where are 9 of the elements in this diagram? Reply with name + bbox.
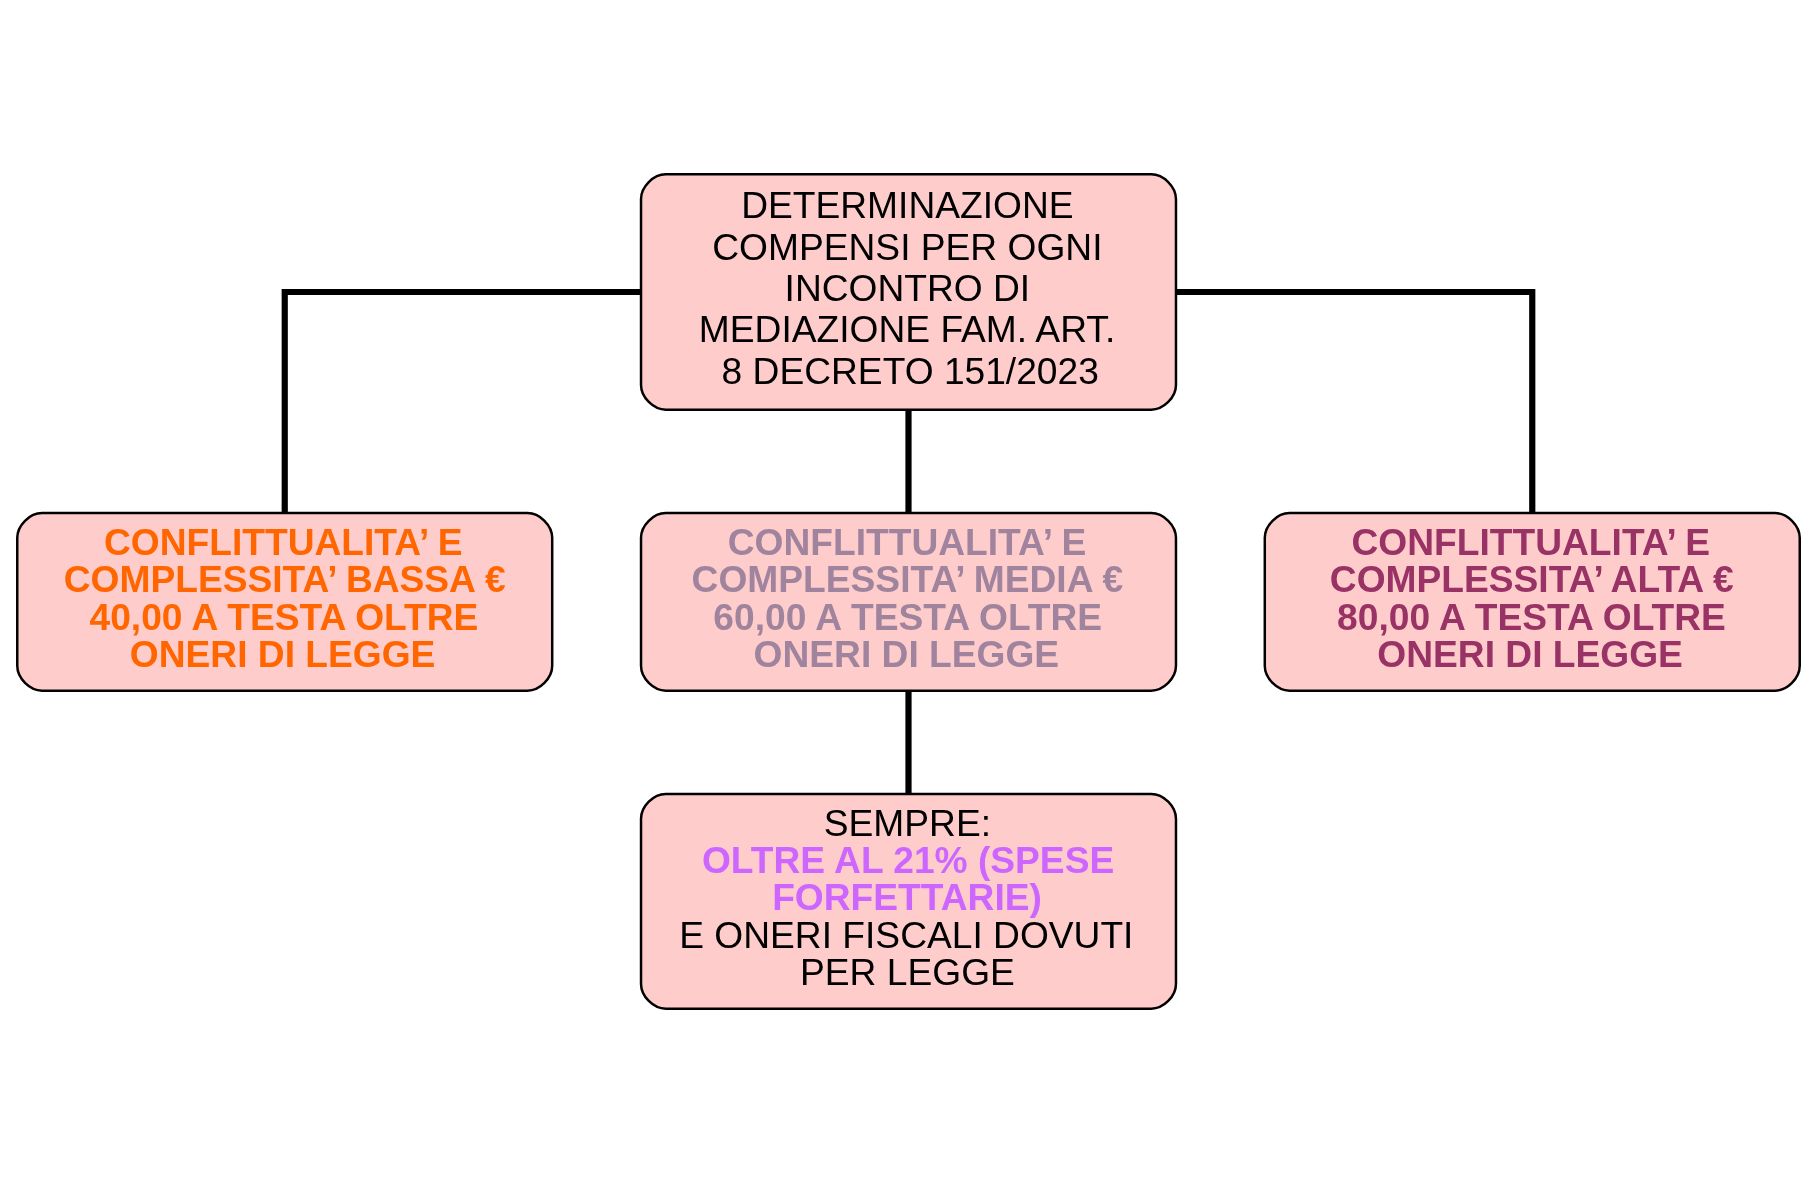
connector: [904, 690, 912, 794]
connector: [1176, 288, 1535, 513]
node-box: SEMPRE: OLTRE AL 21% (SPESE FORFETTARIE) E ONERI FISCALI DOVUTI PER LEGGE: [639, 792, 1177, 1010]
node-box: CONFLITTUALITA’ E COMPLESSITA’ ALTA € 80,00 A TESTA OLTRE ONERI DI LEGGE: [1263, 511, 1801, 692]
node-box: CONFLITTUALITA’ E COMPLESSITA’ BASSA € 40,00 A TESTA OLTRE ONERI DI LEGGE: [15, 511, 553, 692]
connector: [904, 410, 912, 513]
node-box: CONFLITTUALITA’ E COMPLESSITA’ MEDIA € 60,00 A TESTA OLTRE ONERI DI LEGGE: [639, 511, 1177, 692]
node-box: DETERMINAZIONE COMPENSI PER OGNI INCONTRO DI MEDIAZIONE FAM. ART. 8 DECRETO 151/2023: [639, 173, 1177, 411]
connector: [281, 288, 640, 513]
